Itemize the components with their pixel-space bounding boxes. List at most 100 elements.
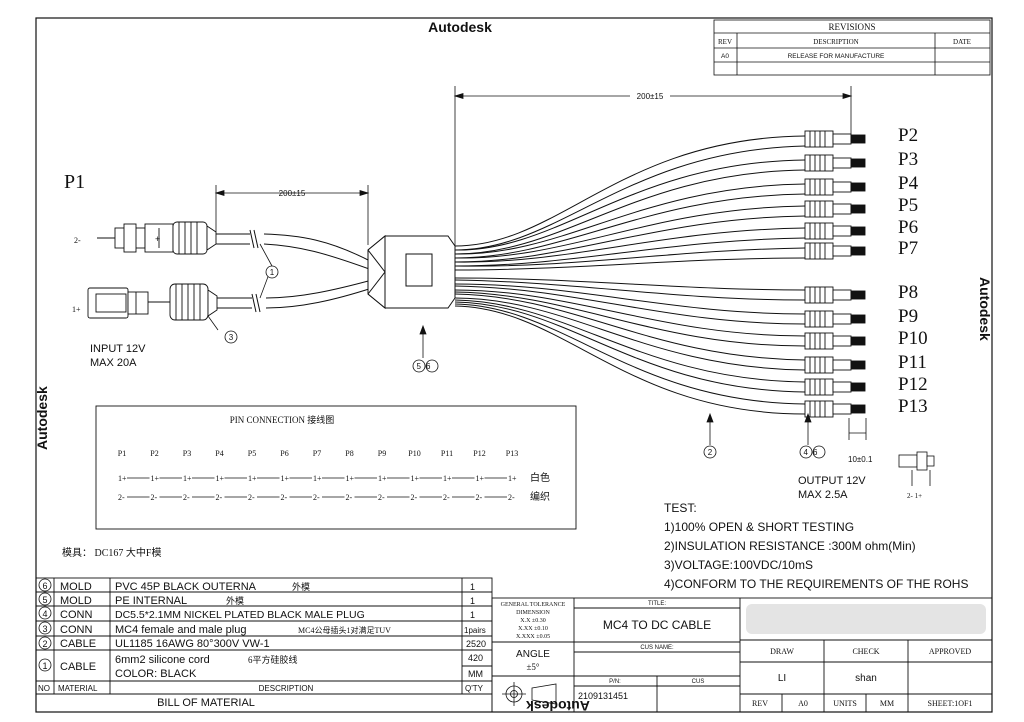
pin-minus-p4: 2- xyxy=(216,493,223,502)
input-rating-line1: INPUT 12V xyxy=(90,343,146,355)
pin-plus-p9: 1+ xyxy=(378,474,387,483)
mc4-connector-top: + xyxy=(97,221,217,255)
pin-plus-p6: 1+ xyxy=(281,474,290,483)
bom-header-no: NO xyxy=(38,684,50,693)
pin-header-p9: P9 xyxy=(378,449,386,458)
input-rating-line2: MAX 20A xyxy=(90,357,137,369)
pin-header-p8: P8 xyxy=(345,449,353,458)
mc4-positive-pin: 1+ xyxy=(72,305,81,314)
pin-plus-p3: 1+ xyxy=(183,474,192,483)
sheet-label: SHEET:1OF1 xyxy=(928,699,973,708)
description-header: DESCRIPTION xyxy=(813,38,859,46)
pin-header-p5: P5 xyxy=(248,449,256,458)
bom-no: 5 xyxy=(42,595,47,605)
pin-minus-p10: 2- xyxy=(411,493,418,502)
bom-description: DC5.5*2.1MM NICKEL PLATED BLACK MALE PLU… xyxy=(115,609,365,621)
mc4-connector-bottom xyxy=(87,283,218,321)
pin-minus-p6: 2- xyxy=(281,493,288,502)
callout-2: 2 xyxy=(708,448,713,457)
pin-plus-p1: 1+ xyxy=(118,474,127,483)
callout-leaders xyxy=(207,243,812,445)
pin-header-p13: P13 xyxy=(506,449,518,458)
pin-connection-box xyxy=(95,405,577,530)
pin-header-p12: P12 xyxy=(473,449,485,458)
mc4-negative-pin: 2- xyxy=(74,236,81,245)
pin-header-p6: P6 xyxy=(280,449,288,458)
pin-header-p2: P2 xyxy=(150,449,158,458)
pin-header-p3: P3 xyxy=(183,449,191,458)
bom-qty: 1 xyxy=(470,582,475,592)
bom-material: CABLE xyxy=(60,661,96,673)
drawing-title: MC4 TO DC CABLE xyxy=(603,618,711,632)
bom-no: 2 xyxy=(42,639,47,649)
pin-minus-p13: 2- xyxy=(508,493,515,502)
bom-description-cn: MC4公母插头1对满足TUV xyxy=(298,625,391,635)
test-item-2: 2)INSULATION RESISTANCE :300M ohm(Min) xyxy=(664,539,916,553)
bom-description: MC4 female and male plug xyxy=(115,624,246,636)
check-label: CHECK xyxy=(852,647,879,656)
pin-dimension-label: 10±0.1 xyxy=(848,455,873,464)
output-rating-line1: OUTPUT 12V xyxy=(798,475,866,487)
pin-minus-p9: 2- xyxy=(378,493,385,502)
bom-material: CONN xyxy=(60,624,92,636)
pin-plus-p12: 1+ xyxy=(476,474,485,483)
plug-label-p2: P2 xyxy=(898,125,918,146)
pin-dimension xyxy=(848,418,867,440)
test-item-3: 3)VOLTAGE:100VDC/10mS xyxy=(664,558,813,572)
bom-description-cn: 外模 xyxy=(226,595,244,606)
bom-description: PE INTERNAL xyxy=(115,595,187,607)
pin-header-p1: P1 xyxy=(118,449,126,458)
plug-label-p7: P7 xyxy=(898,238,918,259)
rev-label: REV xyxy=(752,699,768,708)
bom-header-description: DESCRIPTION xyxy=(259,684,314,693)
plug-label-p9: P9 xyxy=(898,306,918,327)
tolerance-subtitle: DIMENSION xyxy=(516,610,550,616)
bom-footer: BILL OF MATERIAL xyxy=(157,697,255,709)
check-value: shan xyxy=(855,673,877,684)
callout-1: 1 xyxy=(270,268,275,277)
revision-description: RELEASE FOR MANUFACTURE xyxy=(788,53,885,60)
pin-minus-p2: 2- xyxy=(151,493,158,502)
pn-label: P/N: xyxy=(609,679,621,685)
date-header: DATE xyxy=(953,38,971,46)
p1-label: P1 xyxy=(64,171,85,193)
bom-description: PVC 45P BLACK OUTERNA xyxy=(115,581,257,593)
bom-material: MOLD xyxy=(60,581,92,593)
callout-3: 3 xyxy=(229,333,234,342)
svg-text:+: + xyxy=(155,234,160,244)
blurred-logo-area xyxy=(746,604,986,634)
bom-material: CABLE xyxy=(60,638,96,650)
tolerance-2: X.XX ±0.10 xyxy=(518,626,548,632)
customer-name-label: CUS NAME: xyxy=(640,645,674,651)
pin-row1-label: 白色 xyxy=(530,471,550,484)
plug-label-p8: P8 xyxy=(898,282,918,303)
test-item-4: 4)CONFORM TO THE REQUIREMENTS OF THE ROH… xyxy=(664,577,968,591)
pin-plus-p5: 1+ xyxy=(248,474,257,483)
bom-material: MOLD xyxy=(60,595,92,607)
pin-plus-p13: 1+ xyxy=(508,474,517,483)
bom-description-cn: 外模 xyxy=(292,581,310,592)
pin-plus-p8: 1+ xyxy=(346,474,355,483)
pin-connection-grid: P11+2-P21+2-P31+2-P41+2-P51+2-P61+2-P71+… xyxy=(118,449,518,502)
tolerance-3: X.XXX ±0.05 xyxy=(516,634,550,640)
title-label: TITLE: xyxy=(648,601,666,607)
callout-46: 46 xyxy=(804,448,823,457)
pin-header-p10: P10 xyxy=(408,449,420,458)
pin-plus-p10: 1+ xyxy=(411,474,420,483)
units-value: MM xyxy=(880,699,894,708)
output-cable-fan xyxy=(454,135,806,415)
dc-plugs xyxy=(804,130,866,418)
bom-header-material: MATERIAL xyxy=(58,684,98,693)
pin-minus-p1: 2- xyxy=(118,493,125,502)
top-dimension-label: 200±15 xyxy=(637,92,664,101)
pin-plus-p2: 1+ xyxy=(151,474,160,483)
pin-connection-title: PIN CONNECTION 接线图 xyxy=(230,414,335,425)
bom-description-cn: 6平方硅胶线 xyxy=(248,654,298,665)
dc-pin-sketch xyxy=(898,451,935,486)
bom-unit: MM xyxy=(468,669,483,679)
pin-minus-p12: 2- xyxy=(476,493,483,502)
title-block xyxy=(491,597,993,713)
pin-plus-p11: 1+ xyxy=(443,474,452,483)
rev-value: A0 xyxy=(798,699,808,708)
